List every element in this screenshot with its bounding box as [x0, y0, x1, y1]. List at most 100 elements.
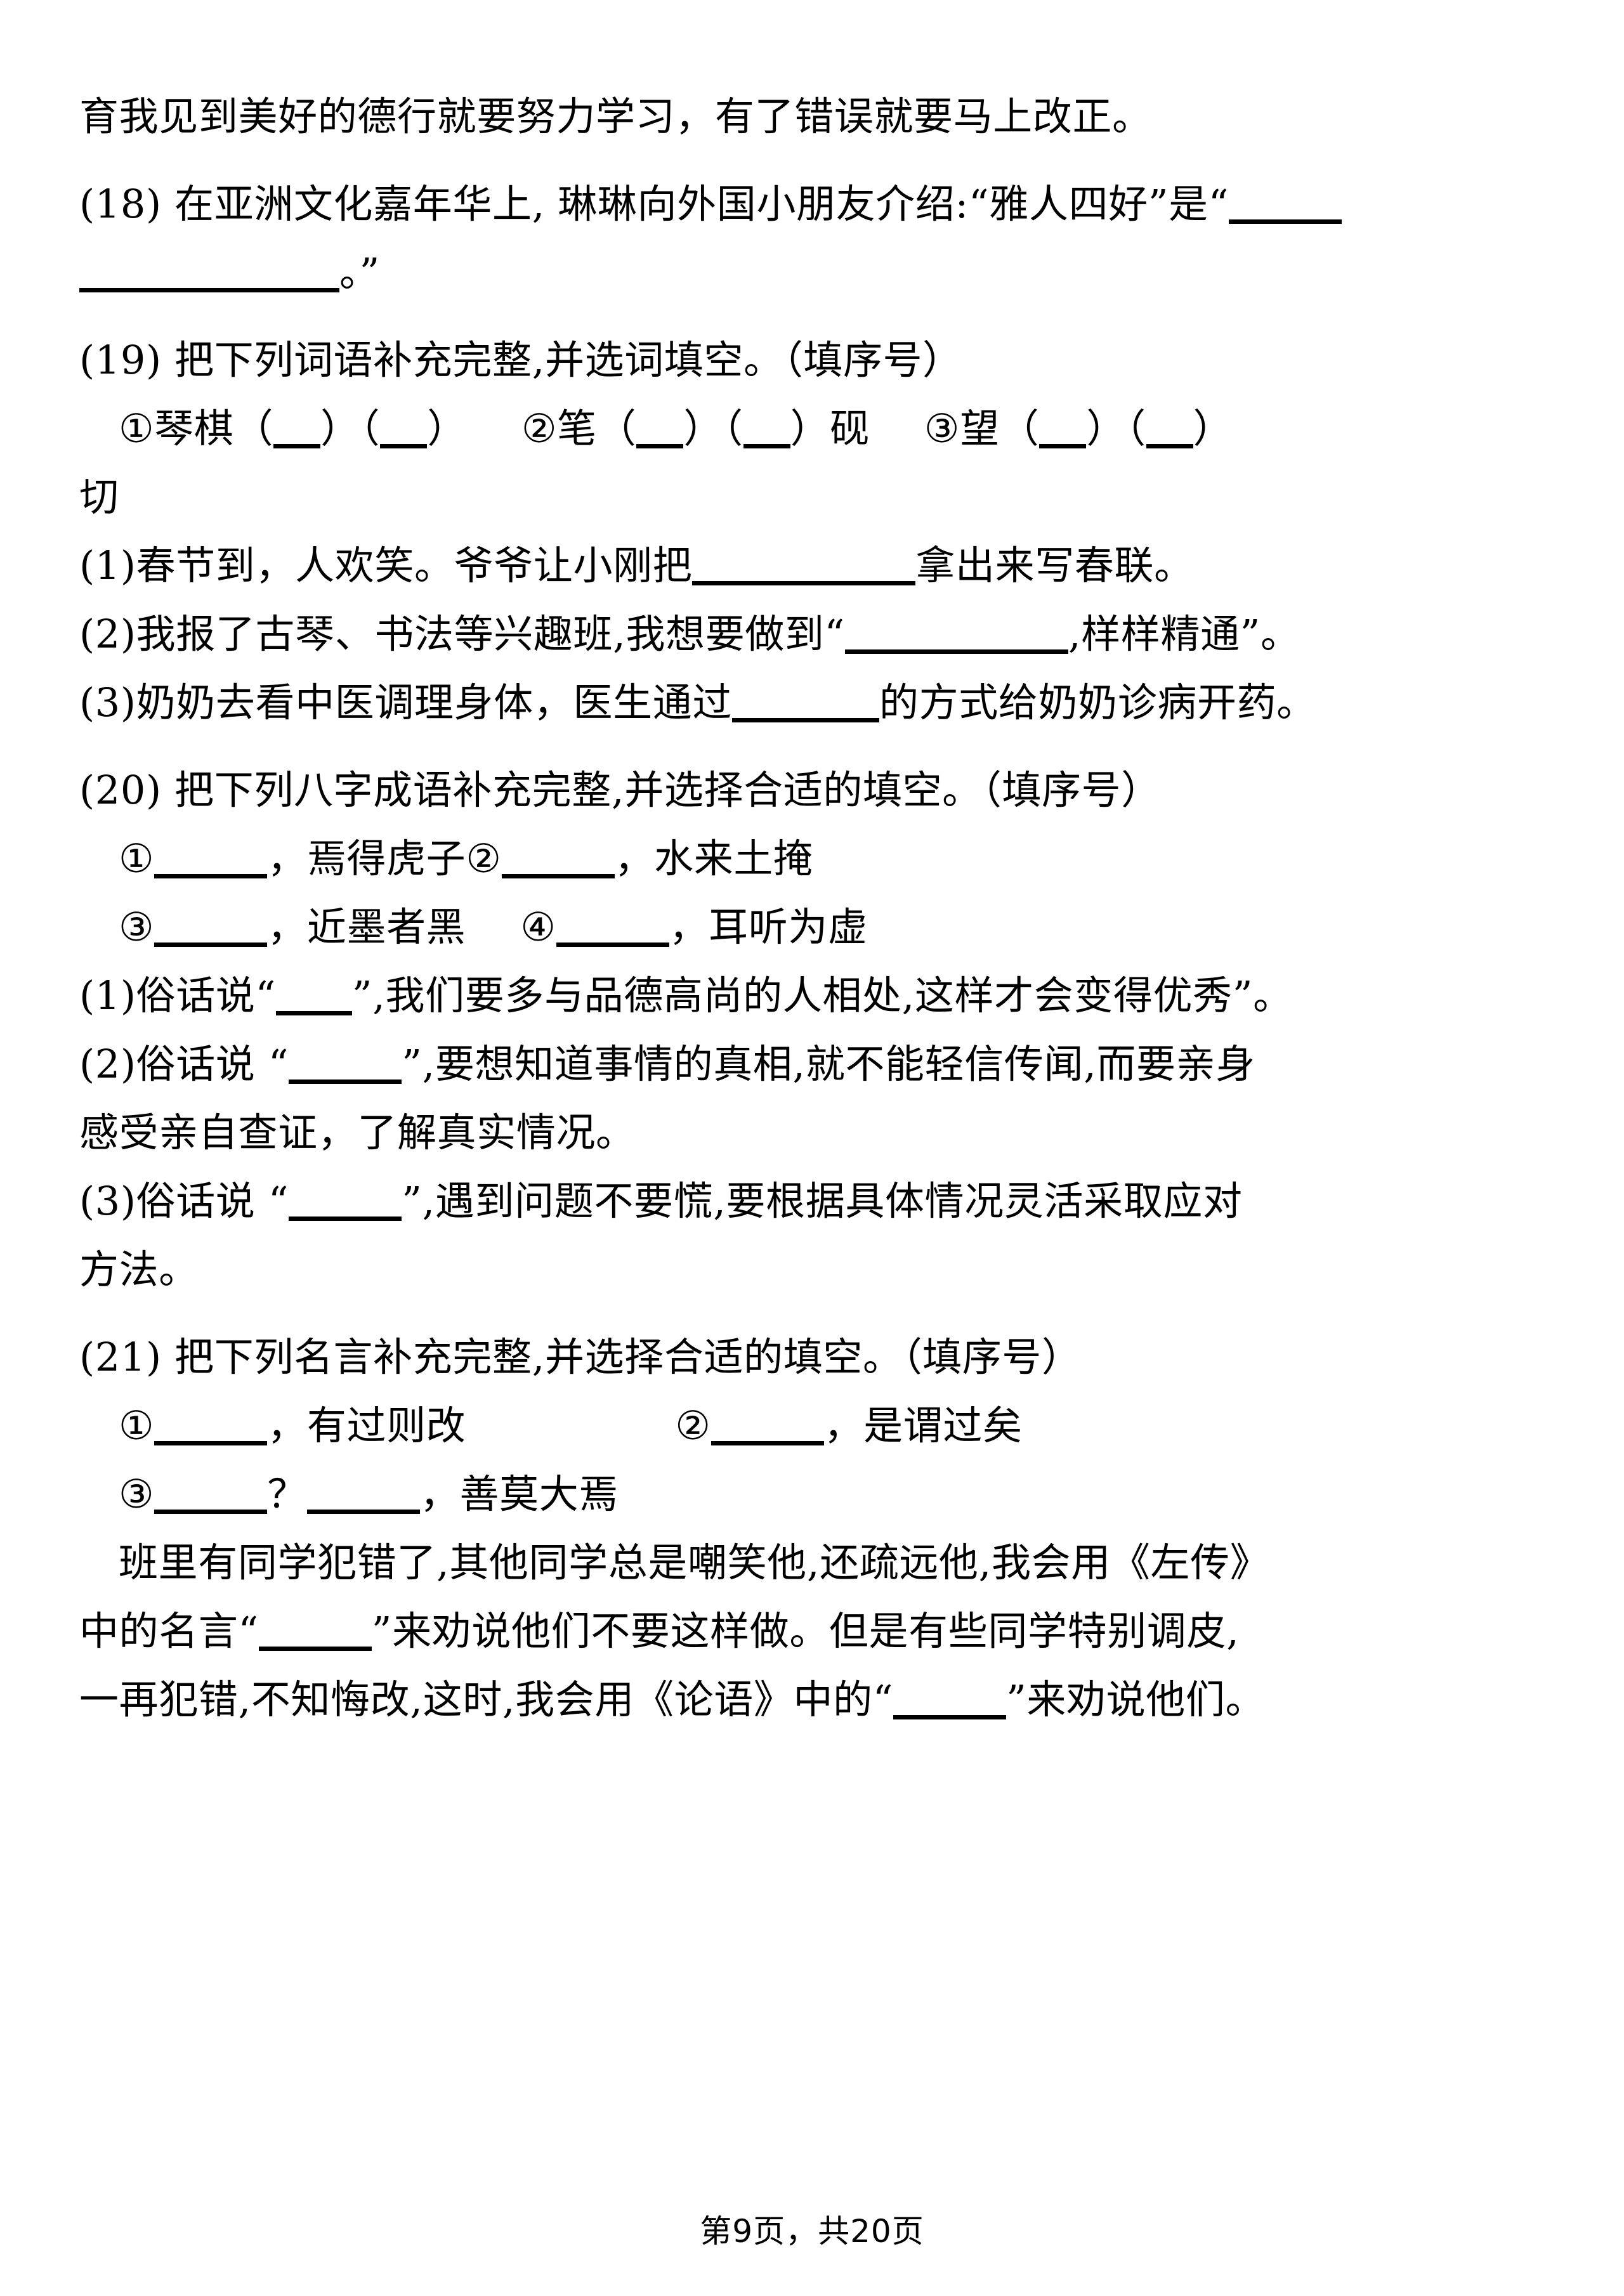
- q21-maxim-1-tail: ，有过则改: [267, 1402, 466, 1449]
- q21-maxim-1-num: ①: [119, 1402, 155, 1449]
- question-20: (20) 把下列八字成语补充完整,并选择合适的填空。（填序号） ①，焉得虎子②，…: [79, 756, 1551, 1304]
- q19-item-3-prefix: ③望（: [924, 405, 1040, 452]
- q19-item-3-suffix: ）: [1193, 405, 1233, 452]
- q19-prompt: 把下列词语补充完整,并选词填空。（填序号）: [174, 337, 962, 383]
- q21-prompt-line: (21) 把下列名言补充完整,并选择合适的填空。（填序号）: [79, 1323, 1551, 1392]
- q19-item-3-mid: ）（: [1086, 405, 1146, 452]
- q19-item-1-prefix: ①琴棋（: [119, 405, 274, 452]
- q18-line-2: 。”: [79, 238, 1551, 307]
- q20-idiom-3-tail: ，近墨者黑: [267, 904, 466, 950]
- q20-sub-3-line-1: (3)俗话说 “ ”,遇到问题不要慌,要根据具体情况灵活采取应对: [79, 1167, 1551, 1236]
- q21-maxim-3-tail: ，善莫大焉: [419, 1471, 619, 1517]
- q20-sub2-text-b: ”,要想知道事情的真相,就不能轻信传闻,而要亲身: [402, 1041, 1255, 1087]
- q20-idiom-1-blank[interactable]: [154, 837, 268, 878]
- q21-paragraph-line-2: 中的名言“ ”来劝说他们不要这样做。但是有些同学特别调皮,: [79, 1597, 1551, 1666]
- q20-idiom-4-tail: ，耳听为虚: [669, 904, 868, 950]
- q19-sub1-text-a: (1)春节到，人欢笑。爷爷让小刚把: [79, 542, 693, 589]
- q19-item-1-blank-a[interactable]: [273, 407, 321, 448]
- q18-line2-tail: 。”: [339, 249, 380, 296]
- q20-idiom-3-num: ③: [119, 904, 155, 950]
- q19-sub2-blank[interactable]: [844, 612, 1068, 654]
- q20-sub-2-line-1: (2)俗话说 “ ”,要想知道事情的真相,就不能轻信传闻,而要亲身: [79, 1030, 1551, 1099]
- carryover-line: 育我见到美好的德行就要努力学习，有了错误就要马上改正。: [79, 93, 1152, 140]
- q20-label: (20): [79, 767, 162, 813]
- q19-item-2-blank-b[interactable]: [743, 407, 790, 448]
- q20-sub1-text-b: ”,我们要多与品德高尚的人相处,这样才会变得优秀”。: [351, 972, 1293, 1019]
- q20-idiom-2-num: ②: [466, 835, 502, 882]
- q19-sub-2: (2)我报了古琴、书法等兴趣班,我想要做到“ ,样样精通”。: [79, 600, 1551, 669]
- q20-idiom-4-blank[interactable]: [556, 905, 669, 947]
- q20-sub2-blank[interactable]: [289, 1042, 402, 1084]
- q18-text: 在亚洲文化嘉年华上, 琳琳向外国小朋友介绍:“雅人四好”是“: [174, 181, 1229, 227]
- q20-sub3-text-b: ”,遇到问题不要慌,要根据具体情况灵活采取应对: [402, 1178, 1243, 1224]
- q18-blank-2[interactable]: [79, 251, 339, 292]
- q20-idiom-1-tail: ，焉得虎子: [267, 835, 466, 882]
- q20-idiom-2-blank[interactable]: [501, 837, 615, 878]
- q19-item-2-blank-a[interactable]: [636, 407, 684, 448]
- q19-sub-1: (1)春节到，人欢笑。爷爷让小刚把 拿出来写春联。: [79, 532, 1551, 600]
- q21-label: (21): [79, 1334, 162, 1380]
- q19-item-3-blank-b[interactable]: [1146, 407, 1193, 448]
- document-body: 育我见到美好的德行就要努力学习，有了错误就要马上改正。 (18) 在亚洲文化嘉年…: [79, 82, 1551, 1753]
- q20-sub1-text-a: (1)俗话说“: [79, 972, 276, 1019]
- q21-maxim-3-num: ③: [119, 1471, 155, 1517]
- q19-prompt-line: (19) 把下列词语补充完整,并选词填空。（填序号）: [79, 326, 1551, 395]
- q18-line-1: (18) 在亚洲文化嘉年华上, 琳琳向外国小朋友介绍:“雅人四好”是“: [79, 170, 1551, 238]
- q20-sub-3-line-2: 方法。: [79, 1246, 199, 1293]
- q19-sub3-text-b: 的方式给奶奶诊病开药。: [879, 679, 1316, 726]
- q21-paragraph-line-3: 一再犯错,不知悔改,这时,我会用《论语》中的“ ”来劝说他们。: [79, 1666, 1551, 1734]
- q19-sub3-blank[interactable]: [731, 681, 879, 722]
- q20-sub3-blank[interactable]: [289, 1179, 402, 1221]
- q19-item-1-blank-b[interactable]: [380, 407, 428, 448]
- question-18: (18) 在亚洲文化嘉年华上, 琳琳向外国小朋友介绍:“雅人四好”是“ 。”: [79, 170, 1551, 307]
- carryover-paragraph: 育我见到美好的德行就要努力学习，有了错误就要马上改正。: [79, 82, 1551, 151]
- q19-sub1-blank[interactable]: [692, 544, 916, 585]
- q21-prompt: 把下列名言补充完整,并选择合适的填空。（填序号）: [174, 1334, 1082, 1380]
- q19-item-2-suffix: ）砚: [790, 405, 870, 452]
- question-19: (19) 把下列词语补充完整,并选词填空。（填序号） ①琴棋（ ）（ ） ②笔（ ）（ ）…: [79, 326, 1551, 737]
- q20-prompt-line: (20) 把下列八字成语补充完整,并选择合适的填空。（填序号）: [79, 756, 1551, 825]
- q21-para3-text-b: ”来劝说他们。: [1006, 1676, 1266, 1723]
- q19-sub1-text-b: 拿出来写春联。: [915, 542, 1194, 589]
- q20-idiom-3-blank[interactable]: [154, 905, 268, 947]
- q19-sub3-text-a: (3)奶奶去看中医调理身体，医生通过: [79, 679, 732, 726]
- q21-maxims-row-2: ③？，善莫大焉: [79, 1460, 1551, 1529]
- q19-item-1-suffix: ）: [427, 405, 467, 452]
- q19-item-1-mid: ）（: [320, 405, 381, 452]
- q19-label: (19): [79, 337, 162, 383]
- q20-sub2-text-a: (2)俗话说 “: [79, 1041, 289, 1087]
- q21-maxim-3-blank-b[interactable]: [306, 1472, 420, 1514]
- q21-maxim-2-blank[interactable]: [710, 1404, 824, 1445]
- q20-idioms-row-1: ① ，焉得虎子② ，水来土掩: [79, 825, 1551, 893]
- q21-paragraph-line-1: 班里有同学犯错了,其他同学总是嘲笑他,还疏远他,我会用《左传》: [119, 1539, 1270, 1586]
- q20-sub-1: (1)俗话说“ ”,我们要多与品德高尚的人相处,这样才会变得优秀”。: [79, 962, 1551, 1030]
- q19-item-2-mid: ）（: [683, 405, 743, 452]
- q21-para2-text-a: 中的名言“: [79, 1608, 259, 1654]
- q21-para2-blank[interactable]: [258, 1609, 372, 1651]
- q20-sub1-blank[interactable]: [275, 974, 352, 1015]
- q21-maxim-2-num: ②: [675, 1402, 711, 1449]
- q21-maxim-3-blank-a[interactable]: [154, 1472, 268, 1514]
- q19-item-3-blank-a[interactable]: [1039, 407, 1087, 448]
- q20-sub-2-line-2: 感受亲自查证，了解真实情况。: [79, 1109, 636, 1156]
- q19-items-wrap: 切: [79, 474, 119, 520]
- q20-prompt: 把下列八字成语补充完整,并选择合适的填空。（填序号）: [174, 767, 1161, 813]
- q21-para2-text-b: ”来劝说他们不要这样做。但是有些同学特别调皮,: [371, 1608, 1240, 1654]
- q19-sub2-text-a: (2)我报了古琴、书法等兴趣班,我想要做到“: [79, 611, 845, 657]
- q19-sub2-text-b: ,样样精通”。: [1068, 611, 1300, 657]
- q19-sub-3: (3)奶奶去看中医调理身体，医生通过 的方式给奶奶诊病开药。: [79, 669, 1551, 737]
- q20-sub3-text-a: (3)俗话说 “: [79, 1178, 289, 1224]
- q18-blank-1[interactable]: [1229, 182, 1342, 224]
- q21-para3-blank[interactable]: [893, 1678, 1007, 1719]
- q20-idiom-2-tail: ，水来土掩: [614, 835, 813, 882]
- q20-idioms-row-2: ③ ，近墨者黑 ④ ，耳听为虚: [79, 893, 1551, 962]
- q19-item-2-prefix: ②笔（: [521, 405, 637, 452]
- q20-idiom-1-num: ①: [119, 835, 155, 882]
- page-footer: 第9页，共20页: [700, 2213, 924, 2250]
- q20-idiom-4-num: ④: [520, 904, 556, 950]
- q21-maxim-1-blank[interactable]: [154, 1404, 268, 1445]
- q21-para3-text-a: 一再犯错,不知悔改,这时,我会用《论语》中的“: [79, 1676, 894, 1723]
